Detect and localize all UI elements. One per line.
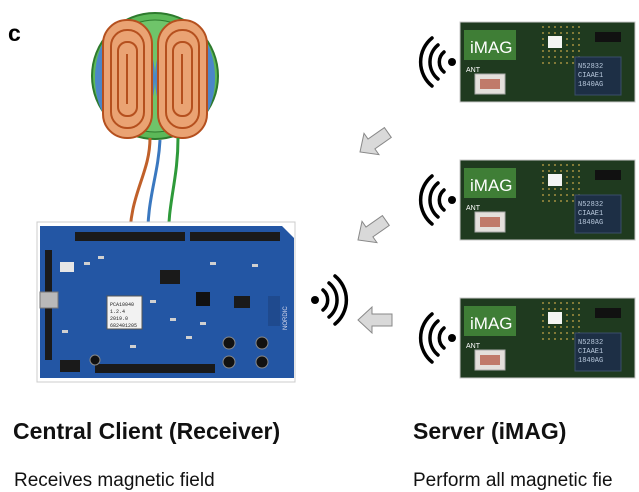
arrow-icon	[357, 305, 393, 335]
board-chip-line2: 1.2.4	[110, 309, 125, 315]
wireless-signal-icon	[418, 312, 456, 364]
module-chip-line: CIAAE1	[578, 210, 603, 218]
server-description: Perform all magnetic fie	[413, 470, 613, 491]
board-chip-line4: 682401205	[110, 323, 137, 329]
module-chip-line: 1840AG	[578, 81, 603, 89]
board-chip-line1: PCA10040	[110, 302, 134, 308]
wireless-signal-icon	[418, 174, 456, 226]
module-ant-label: ANT	[466, 343, 481, 350]
module-chip-line: 1840AG	[578, 357, 603, 365]
server-heading: Server (iMAG)	[413, 418, 567, 444]
client-heading: Central Client (Receiver)	[13, 418, 281, 444]
board-chip-line3: 2019.0	[110, 316, 128, 322]
panel-label: c	[8, 20, 21, 46]
module-chip-line: CIAAE1	[578, 348, 603, 356]
module-chip-line: CIAAE1	[578, 72, 603, 80]
client-description: Receives magnetic field	[14, 470, 215, 491]
arrow-icon	[359, 126, 392, 156]
module-ant-label: ANT	[466, 67, 481, 74]
module-chip-line: N52832	[578, 63, 603, 71]
magnetic-coil	[91, 12, 219, 140]
module-label: iMAG	[470, 176, 513, 195]
module-ant-label: ANT	[466, 205, 481, 212]
module-chip-line: 1840AG	[578, 219, 603, 227]
wireless-signal-icon	[311, 274, 349, 326]
coil-right	[157, 19, 208, 139]
wireless-signal-icon	[418, 36, 456, 88]
module-label: iMAG	[470, 38, 513, 57]
module-chip-line: N52832	[578, 201, 603, 209]
module-label: iMAG	[470, 314, 513, 333]
receiver-board	[36, 221, 296, 383]
board-brand: NORDIC	[283, 306, 289, 330]
module-chip-line: N52832	[578, 339, 603, 347]
arrow-icon	[357, 214, 390, 244]
coil-left	[102, 19, 153, 139]
